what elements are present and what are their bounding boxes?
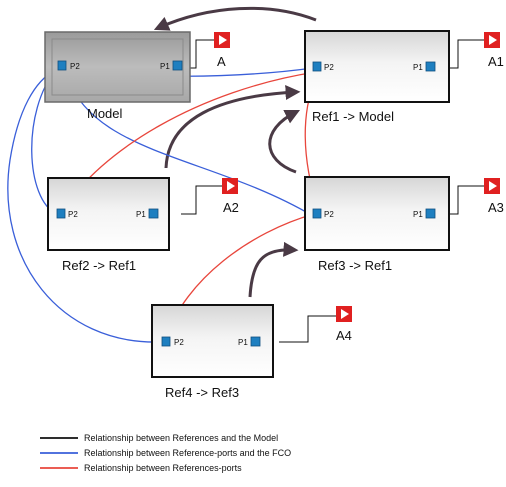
anchor-a1-label: A1 <box>488 54 504 69</box>
ref1-port-p1[interactable] <box>425 61 436 72</box>
model-port-p2[interactable] <box>57 60 67 71</box>
ref2-port-p1-label: P1 <box>136 210 146 219</box>
model-port-p1[interactable] <box>172 60 183 71</box>
ref1-port-p2-label: P2 <box>324 63 334 72</box>
anchor-a2[interactable]: A2 <box>222 178 239 215</box>
anchor-a2-label: A2 <box>223 200 239 215</box>
legend-text-black: Relationship between References and the … <box>84 433 278 443</box>
legend-text-red: Relationship between References-ports <box>84 463 242 473</box>
anchor-a[interactable]: A <box>214 32 230 69</box>
ref1-port-p2[interactable] <box>312 61 322 72</box>
model-port-p1-label: P1 <box>160 62 170 71</box>
ref3-label: Ref3 -> Ref1 <box>318 258 392 273</box>
anchor-a3[interactable]: A3 <box>484 178 504 215</box>
ref1-port-p1-label: P1 <box>413 63 423 72</box>
ref2-port-p2-label: P2 <box>68 210 78 219</box>
ref3-port-p2-label: P2 <box>324 210 334 219</box>
ref2-label: Ref2 -> Ref1 <box>62 258 136 273</box>
model-port-p2-label: P2 <box>70 62 80 71</box>
anchor-a4[interactable]: A4 <box>336 306 352 343</box>
ref4-port-p2-label: P2 <box>174 338 184 347</box>
ref4-port-p2[interactable] <box>161 336 171 347</box>
ref3-port-p1[interactable] <box>425 208 436 219</box>
ref3-port-p1-label: P1 <box>413 210 423 219</box>
ref1-label: Ref1 -> Model <box>312 109 394 124</box>
model-label: Model <box>87 106 123 121</box>
blue-link-ref4-p2 <box>7 69 161 343</box>
model-box[interactable]: P2 P1 Model <box>44 31 191 121</box>
ref1-to-model-arrow <box>153 6 317 31</box>
ref4-label: Ref4 -> Ref3 <box>165 385 239 400</box>
anchor-a3-label: A3 <box>488 200 504 215</box>
ref3-port-p2[interactable] <box>312 208 322 219</box>
ref4-port-p1[interactable] <box>250 336 261 347</box>
anchor-a1[interactable]: A1 <box>484 32 504 69</box>
ref3-to-ref1-arrow <box>268 109 301 174</box>
ref2-box[interactable]: P2 P1 Ref2 -> Ref1 <box>47 177 170 273</box>
ref3-box[interactable]: P2 P1 Ref3 -> Ref1 <box>304 176 450 273</box>
ref2-port-p1[interactable] <box>148 208 159 219</box>
legend-text-blue: Relationship between Reference-ports and… <box>84 448 291 458</box>
ref4-to-ref3-arrow <box>248 241 299 298</box>
ref2-port-p2[interactable] <box>56 208 66 219</box>
ref1-box[interactable]: P2 P1 Ref1 -> Model <box>304 30 450 124</box>
ref4-port-p1-label: P1 <box>238 338 248 347</box>
legend: Relationship between References and the … <box>40 433 291 473</box>
ref2-to-ref1-arrow <box>164 85 301 169</box>
ref4-box[interactable]: P2 P1 Ref4 -> Ref3 <box>151 304 274 400</box>
anchor-a-label: A <box>217 54 226 69</box>
anchor-a4-label: A4 <box>336 328 352 343</box>
